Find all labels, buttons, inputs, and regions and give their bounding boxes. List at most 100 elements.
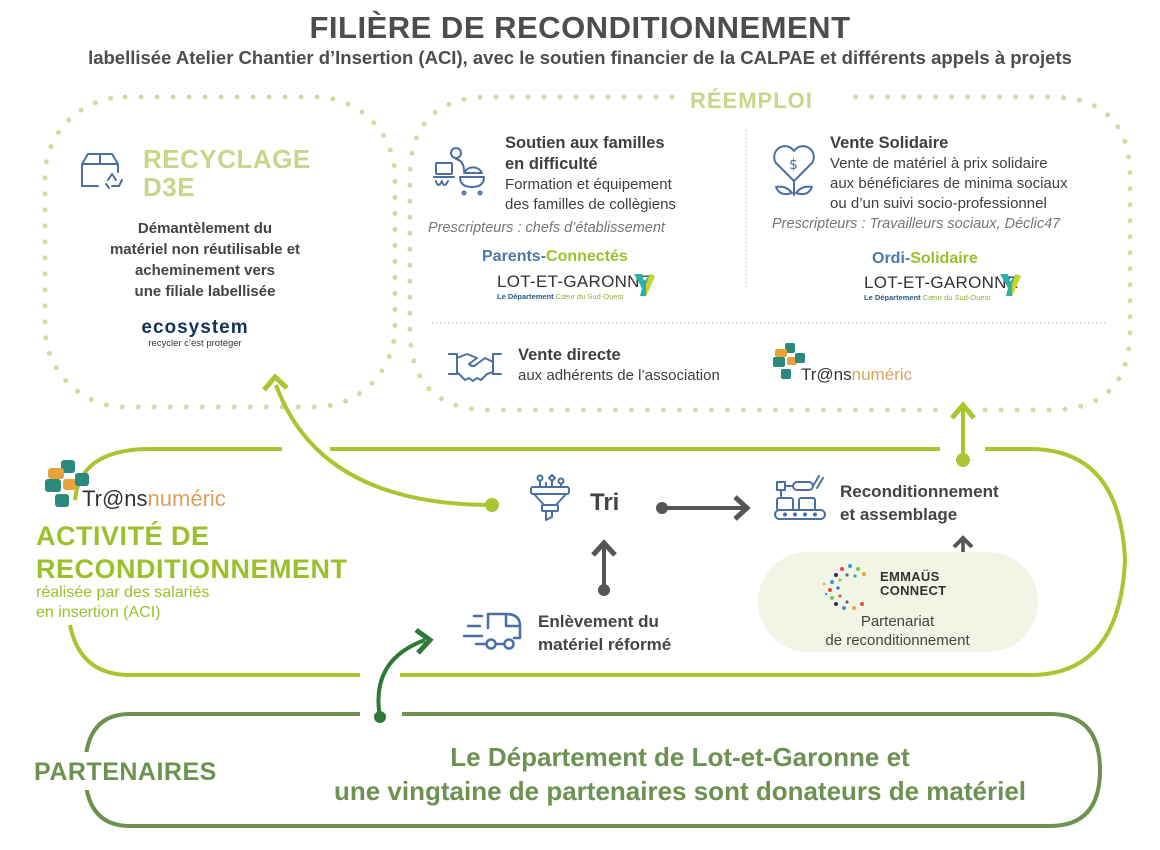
program-name-part1: Ordi-	[872, 250, 911, 267]
transnumeric-logo-text: Tr@nsnuméric	[801, 365, 913, 384]
activite-subtitle-line: réalisée par des salariés	[36, 584, 210, 601]
recyclage-desc-line: Démantèlement du	[137, 220, 273, 237]
box-recycle-icon	[78, 150, 128, 197]
reconditionnement-label: Reconditionnement et assemblage	[840, 480, 999, 526]
activite-subtitle-line: en insertion (ACI)	[36, 604, 161, 621]
ecosystem-logo-tagline: recycler c’est protéger	[148, 338, 242, 349]
transnumeric-mark-icon	[45, 460, 89, 507]
family-laptop-stroller-icon	[430, 145, 490, 205]
arrow-start-dot	[956, 453, 970, 467]
emmaus-partnership-panel	[758, 552, 1038, 652]
ordi-solidaire-logo: Ordi-Solidaire	[872, 250, 978, 268]
recyclage-desc-line: acheminement vers	[134, 262, 276, 279]
arrow-head	[262, 373, 289, 392]
program-name-part2: Solidaire	[910, 250, 978, 267]
solidaire-title: Vente Solidaire	[830, 134, 949, 152]
arrow-start-dot	[656, 502, 668, 514]
arrow-start-dot	[598, 584, 610, 596]
emmaus-desc-line: Partenariat	[860, 613, 935, 630]
partenaires-description: Le Département de Lot-et-Garonne et une …	[260, 740, 1100, 808]
page-subtitle: labellisée Atelier Chantier d’Insertion …	[88, 47, 1072, 68]
activite-title: ACTIVITÉ DE RECONDITIONNEMENT	[36, 520, 348, 586]
lot-et-garonne-logo: LOT-ET-GARONNE Le Département Cœur du Su…	[497, 272, 651, 301]
arrow-head	[950, 401, 976, 420]
recyclage-description: Démantèlement du matériel non réutilisab…	[70, 218, 340, 302]
arrow-head	[591, 539, 617, 557]
familles-title-line: Soutien aux familles	[505, 134, 665, 152]
activite-subtitle: réalisée par des salariés en insertion (…	[36, 583, 209, 623]
arrow-head	[733, 495, 751, 521]
logo-main-text: LOT-ET-GARONNE	[497, 272, 652, 291]
recond-line: Reconditionnement	[840, 482, 999, 501]
arrow-start-dot	[485, 498, 499, 512]
partenaires-desc-line: une vingtaine de partenaires sont donate…	[333, 776, 1027, 806]
reemploi-dotted-frame	[407, 94, 1133, 413]
emmaus-dots-icon	[822, 564, 866, 610]
solidaire-prescripteurs: Prescripteurs : Travailleurs sociaux, Dé…	[772, 216, 1061, 232]
lot-et-garonne-logo: LOT-ET-GARONNE Le Département Cœur du Su…	[864, 273, 1018, 302]
activity-loop	[68, 447, 1128, 677]
heart-dollar-plant-icon: $	[768, 143, 820, 203]
recyclage-dotted-frame	[42, 94, 398, 410]
emmaus-connect-logo-text: EMMAÜS CONNECT	[880, 570, 946, 598]
logo-main-text: LOT-ET-GARONNE	[864, 273, 1019, 292]
familles-title-line: en difficulté	[505, 155, 598, 173]
emmaus-partnership-text: Partenariat de reconditionnement	[790, 612, 1005, 650]
lot-et-garonne-y-icon	[632, 272, 656, 303]
handshake-icon	[447, 348, 503, 389]
enlevement-line: Enlèvement du	[538, 612, 659, 631]
recyclage-desc-line: matériel non réutilisable et	[109, 241, 301, 258]
emmaus-line1: EMMAÜS	[880, 569, 940, 584]
directe-desc: aux adhérents de l’association	[518, 367, 720, 384]
directe-block: Vente directe aux adhérents de l’associa…	[518, 345, 720, 386]
arrow-start-dot	[374, 711, 386, 723]
familles-prescripteurs: Prescripteurs : chefs d’établissement	[428, 220, 665, 236]
solidaire-desc-line: aux bénéficiares de minima sociaux	[830, 175, 1068, 192]
conveyor-robot-icon	[773, 474, 827, 527]
tri-label: Tri	[590, 489, 620, 516]
recyclage-title-line1: RECYCLAGE	[143, 144, 311, 174]
arrow-tri-to-recyclage	[274, 384, 493, 507]
familles-desc-line: Formation et équipement	[505, 176, 672, 193]
solidaire-block: Vente Solidaire Vente de matériel à prix…	[830, 133, 1068, 214]
transnumeric-logo	[45, 460, 95, 515]
emmaus-line2: CONNECT	[880, 583, 947, 598]
activite-title-line2: RECONDITIONNEMENT	[36, 554, 348, 584]
solidaire-desc-line: Vente de matériel à prix solidaire	[830, 155, 1048, 172]
arrow-head	[952, 535, 974, 549]
recyclage-title: RECYCLAGE D3E	[143, 145, 311, 201]
lot-et-garonne-y-icon	[998, 272, 1022, 303]
logo-sub-text: Le Département Cœur du Sud-Ouest	[864, 293, 991, 302]
logo-sub-text: Le Département Cœur du Sud-Ouest	[497, 292, 624, 301]
directe-title: Vente directe	[518, 346, 621, 364]
ecosystem-logo-name: ecosystem	[141, 317, 249, 338]
svg-text:$: $	[789, 157, 798, 173]
transnumeric-mark-icon	[773, 343, 805, 379]
enlevement-label: Enlèvement du matériel réformé	[538, 610, 671, 656]
emmaus-desc-line: de reconditionnement	[825, 632, 970, 649]
parents-connectes-logo: Parents-Connectés	[482, 248, 628, 266]
page-title: FILIÈRE DE RECONDITIONNEMENT	[309, 10, 851, 45]
activite-title-line1: ACTIVITÉ DE	[36, 521, 210, 551]
partenaires-label: PARTENAIRES	[34, 758, 217, 786]
transnumeric-logo-small	[773, 343, 809, 388]
solidaire-desc-line: ou d’un suivi socio-professionnel	[830, 195, 1047, 212]
reemploi-title: RÉEMPLOI	[690, 88, 813, 113]
partenaires-desc-line: Le Département de Lot-et-Garonne et	[450, 742, 910, 772]
ecosystem-logo: ecosystem recycler c’est protéger	[120, 317, 270, 350]
delivery-truck-icon	[462, 608, 526, 655]
program-name-part2: Connectés	[546, 248, 628, 265]
program-name-part1: Parents-	[482, 248, 547, 265]
arrow-head	[414, 627, 434, 655]
enlevement-line: matériel réformé	[538, 635, 672, 654]
arrow-partenaires-to-enlevement	[376, 638, 426, 718]
familles-block: Soutien aux familles en difficulté Forma…	[505, 133, 676, 215]
familles-desc-line: des familles de collègiens	[505, 196, 676, 213]
recond-line: et assemblage	[840, 505, 958, 524]
partenaires-frame	[82, 712, 1103, 828]
recyclage-title-line2: D3E	[143, 172, 196, 202]
emmaus-connect-logo-mark	[820, 560, 876, 617]
transnumeric-logo-text: Tr@nsnuméric	[82, 486, 226, 511]
recyclage-desc-line: une filiale labellisée	[134, 283, 276, 300]
